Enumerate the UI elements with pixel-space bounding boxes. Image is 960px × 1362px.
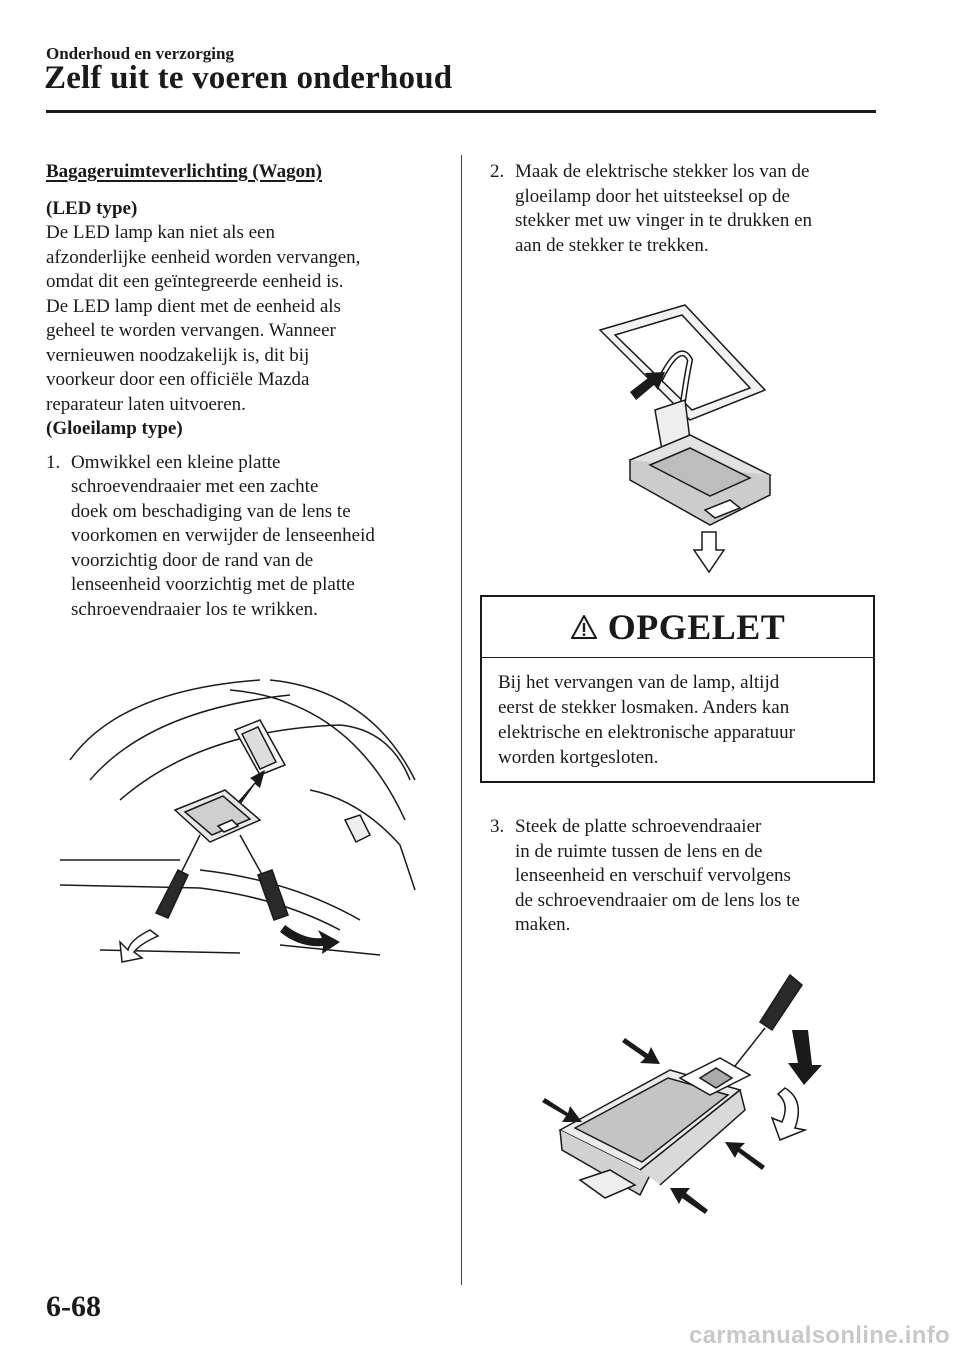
rotate-arrow-icon <box>119 929 160 963</box>
step-1: 1. Omwikkel een kleine platte schroevend… <box>46 451 446 623</box>
text-line: doek om beschadiging van de lens te <box>71 500 351 522</box>
pull-down-arrow-icon <box>692 531 726 574</box>
text-line: eerst de stekker losmaken. Anders kan <box>498 697 790 718</box>
lens-unit <box>173 789 262 843</box>
step-number: 3. <box>490 816 505 837</box>
text-line: in de ruimte tussen de lens en de <box>515 840 763 862</box>
text-line: Steek de platte schroevendraaier <box>515 816 762 837</box>
text-line: schroevendraaier los te wrikken. <box>71 598 318 620</box>
step-3: 3. Steek de platte schroevendraaier in d… <box>490 815 880 938</box>
text-line: lenseenheid en verschuif vervolgens <box>515 865 791 886</box>
text-line: geheel te worden vervangen. Wanneer <box>46 320 336 341</box>
rotate-arrow-icon <box>770 1087 808 1141</box>
text-line: Bij het vervangen van de lamp, altijd <box>498 672 780 693</box>
text-line: voorkomen en verwijder de lenseenheid <box>71 525 375 546</box>
text-line: Maak de elektrische stekker los van de <box>515 161 810 182</box>
text-line: reparateur laten uitvoeren. <box>46 393 246 415</box>
edge-arrow-icon <box>542 1098 582 1122</box>
text-line: afzonderlijke eenheid worden vervangen, <box>46 246 361 268</box>
led-paragraph: De LED lamp kan niet als een afzonderlij… <box>46 221 446 417</box>
text-line: omdat dit een geïntegreerde eenheid is. <box>46 271 344 292</box>
push-down-arrow-icon <box>788 1030 822 1085</box>
text-line: de schroevendraaier om de lens los te <box>515 889 800 911</box>
figure-lens-removal <box>60 679 416 963</box>
trim-opening <box>233 719 287 776</box>
text-line: lenseenheid voorzichtig met de platte <box>71 574 355 595</box>
left-column: Bagageruimteverlichting (Wagon) (LED typ… <box>46 160 446 622</box>
step-number: 1. <box>46 451 61 473</box>
text-line: worden kortgesloten. <box>498 747 659 768</box>
rotate-arrow-icon <box>280 925 340 954</box>
page-title: Zelf uit te voeren onderhoud <box>44 60 453 96</box>
text-line: elektrische en elektronische apparatuur <box>498 722 795 743</box>
bulb-heading: (Gloeilamp type) <box>46 418 183 439</box>
caution-text: Bij het vervangen van de lamp, altijd ee… <box>482 658 873 770</box>
led-heading: (LED type) <box>46 197 138 219</box>
step-number: 2. <box>490 161 505 182</box>
page-number: 6-68 <box>46 1290 101 1323</box>
warning-icon <box>570 615 597 639</box>
section-label: Onderhoud en verzorging <box>46 44 234 63</box>
text-line: maken. <box>515 914 571 935</box>
text-line: Omwikkel een kleine platte <box>71 451 281 473</box>
text-line: De LED lamp dient met de eenheid als <box>46 295 341 317</box>
edge-arrow-icon <box>670 1188 708 1214</box>
text-line: stekker met uw vinger in te drukken en <box>515 210 813 231</box>
caution-title: OPGELET <box>607 607 786 647</box>
press-arrow-icon <box>630 372 665 400</box>
figure-lens-detach <box>542 973 822 1214</box>
section-heading: Bagageruimteverlichting (Wagon) <box>46 161 322 182</box>
edge-arrow-icon <box>622 1038 660 1064</box>
right-column-lower: 3. Steek de platte schroevendraaier in d… <box>490 815 880 938</box>
direction-arrow-icon <box>235 770 265 808</box>
title-rule <box>46 110 876 113</box>
caution-box: OPGELET Bij het vervangen van de lamp, a… <box>480 595 875 783</box>
column-divider <box>461 155 462 1285</box>
text-line: schroevendraaier met een zachte <box>71 476 319 497</box>
text-line: voorzichtig door de rand van de <box>71 549 314 571</box>
watermark: carmanualsonline.info <box>688 1322 950 1349</box>
text-line: vernieuwen noodzakelijk is, dit bij <box>46 344 310 366</box>
right-column: 2. Maak de elektrische stekker los van d… <box>490 160 880 258</box>
text-line: De LED lamp kan niet als een <box>46 222 275 243</box>
text-line: aan de stekker te trekken. <box>515 234 709 256</box>
step-2: 2. Maak de elektrische stekker los van d… <box>490 160 880 258</box>
text-line: gloeilamp door het uitsteeksel op de <box>515 185 790 207</box>
caution-header: OPGELET <box>482 597 873 658</box>
edge-arrow-icon <box>725 1142 765 1170</box>
text-line: voorkeur door een officiële Mazda <box>46 369 310 390</box>
figure-connector-disconnect <box>598 304 772 574</box>
screwdriver-icon <box>154 834 289 921</box>
